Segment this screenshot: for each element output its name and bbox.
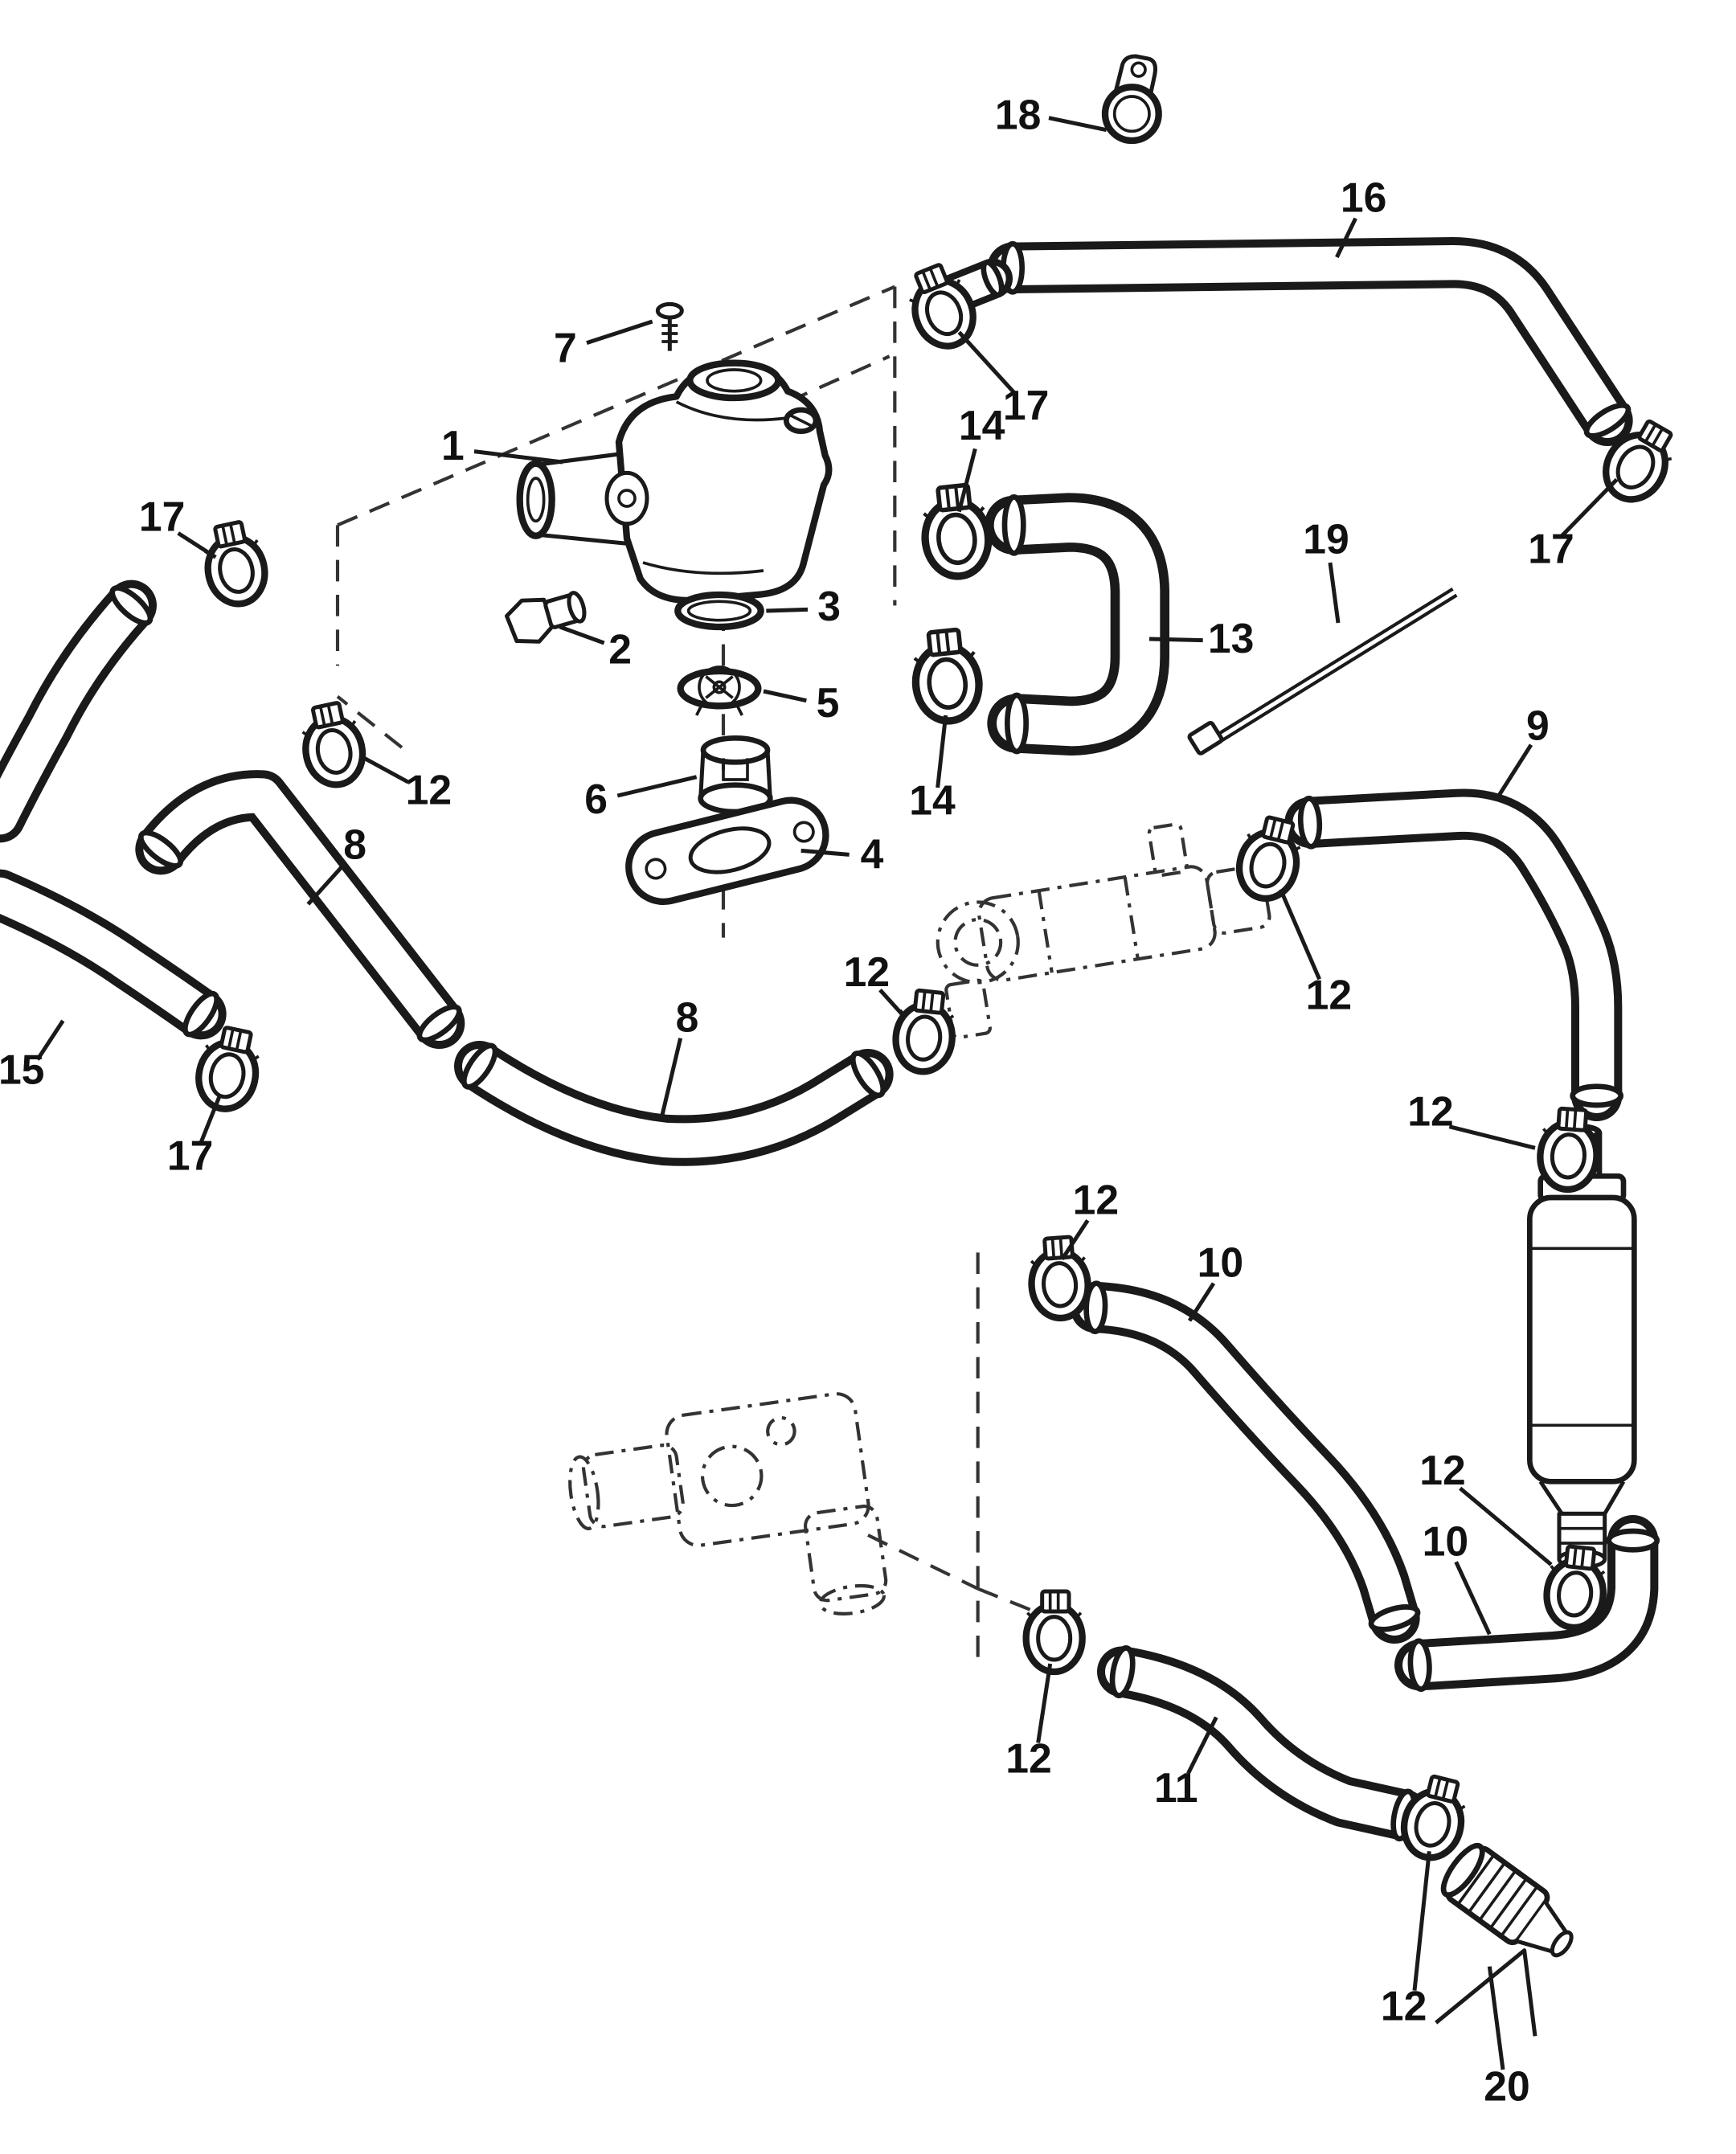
callout-13: 13 [1208, 615, 1254, 661]
leader-line-10 [1187, 1282, 1216, 1322]
callout-17: 17 [167, 1132, 213, 1178]
callout-8: 8 [343, 821, 366, 868]
callout-1: 1 [441, 422, 465, 469]
hose-10-lower [1409, 1531, 1660, 1692]
hose-13 [1005, 497, 1140, 751]
hose-9 [1300, 798, 1623, 1105]
oil-cooler [1527, 1124, 1637, 1570]
leader-line-12 [1279, 888, 1321, 981]
callout-12: 12 [1419, 1447, 1465, 1493]
sleeve [698, 735, 773, 815]
callout-17: 17 [1003, 382, 1049, 428]
callout-14: 14 [909, 777, 956, 824]
leader-line-17 [199, 1095, 222, 1144]
leader-line-12 [363, 756, 410, 784]
clamp-14-upper [920, 483, 993, 579]
callout-17: 17 [1528, 525, 1574, 571]
callout-14: 14 [959, 402, 1005, 448]
drain-plug [504, 591, 587, 644]
thermostat-bypass-outline [568, 1392, 888, 1616]
cable-tie [1187, 587, 1458, 756]
leader-line-19 [1328, 562, 1341, 624]
fuel-pump-outline [936, 822, 1271, 1040]
quick-connect-fitting [1440, 1842, 1574, 1958]
leader-line-18 [1048, 116, 1108, 133]
callout-8: 8 [676, 994, 699, 1041]
leader-line-3 [766, 607, 809, 613]
leader-line-1 [473, 449, 563, 465]
callout-6: 6 [584, 776, 608, 822]
leader-line-17 [177, 531, 217, 559]
leader-line-20 [1487, 1966, 1505, 2070]
callout-16: 16 [1341, 174, 1386, 221]
leader-line-5 [763, 689, 807, 703]
callout-18: 18 [995, 91, 1041, 137]
hose-11 [1109, 1645, 1418, 1842]
callout-11: 11 [1154, 1764, 1198, 1811]
leader-line-12 [878, 988, 907, 1020]
leader-line-12 [1036, 1663, 1053, 1743]
callout-12: 12 [406, 766, 452, 813]
callout-12: 12 [1407, 1087, 1453, 1134]
hose-15-lower [0, 895, 223, 1039]
clamp-14-lower [911, 628, 983, 724]
callout-2: 2 [608, 625, 632, 672]
leader-line-2 [559, 624, 605, 645]
construction-lines [335, 285, 1033, 1659]
callout-3: 3 [817, 583, 841, 629]
callout-5: 5 [817, 679, 840, 726]
hose-8-upper [136, 796, 464, 1046]
leader-line-15 [35, 1019, 65, 1061]
leader-line-14 [936, 715, 948, 788]
clamp-12-hose10-upper [1029, 1236, 1091, 1321]
leader-line-4 [800, 848, 850, 857]
leader-line-12 [1060, 1218, 1090, 1261]
clamp-12-hose11-left [1026, 1591, 1083, 1672]
leader-line-10 [1454, 1561, 1492, 1636]
leader-line-8 [306, 861, 347, 906]
clamp-17-hose15-upper [199, 519, 271, 609]
hose-15-upper [0, 583, 155, 817]
callout-19: 19 [1303, 516, 1349, 563]
callout-17: 17 [139, 493, 185, 539]
hose-8-lower [458, 1041, 889, 1140]
hose-10-upper [1086, 1280, 1421, 1634]
leader-line-14 [956, 448, 977, 513]
callout-15: 15 [0, 1046, 44, 1093]
callout-12: 12 [1005, 1734, 1051, 1781]
callout-10: 10 [1423, 1517, 1468, 1564]
leader-line-17 [957, 330, 1016, 395]
callout-7: 7 [554, 324, 577, 371]
leader-line-9 [1494, 743, 1533, 801]
callout-12: 12 [1381, 1983, 1427, 2029]
callout-12: 12 [1073, 1176, 1119, 1222]
cable-clip [1101, 54, 1162, 145]
leader-line-12 [1412, 1851, 1431, 1991]
thermostat [677, 665, 762, 716]
callout-9: 9 [1526, 702, 1550, 748]
seal-ring [674, 591, 764, 631]
callout-4: 4 [861, 830, 884, 877]
screw [655, 301, 684, 351]
clamp-12-hose11-right [1397, 1772, 1471, 1864]
thermostat-housing [516, 359, 833, 604]
callout-20: 20 [1484, 2063, 1529, 2110]
clamp-12-pump-left [892, 989, 956, 1075]
leader-line-11 [1186, 1716, 1218, 1775]
flow-arrow [1435, 1948, 1537, 2037]
leader-line-17 [1558, 477, 1619, 539]
leader-line-13 [1148, 637, 1203, 643]
callout-10: 10 [1198, 1239, 1243, 1286]
leader-line-6 [616, 775, 698, 798]
callout-12: 12 [1306, 971, 1352, 1018]
callout-12: 12 [844, 948, 890, 995]
leader-line-8 [659, 1038, 683, 1118]
leader-line-16 [1335, 217, 1357, 259]
leader-line-12 [1448, 1124, 1536, 1150]
gasket [625, 796, 829, 906]
leader-line-12 [1459, 1486, 1553, 1566]
hose-16 [1003, 244, 1632, 441]
leader-line-7 [586, 319, 653, 346]
